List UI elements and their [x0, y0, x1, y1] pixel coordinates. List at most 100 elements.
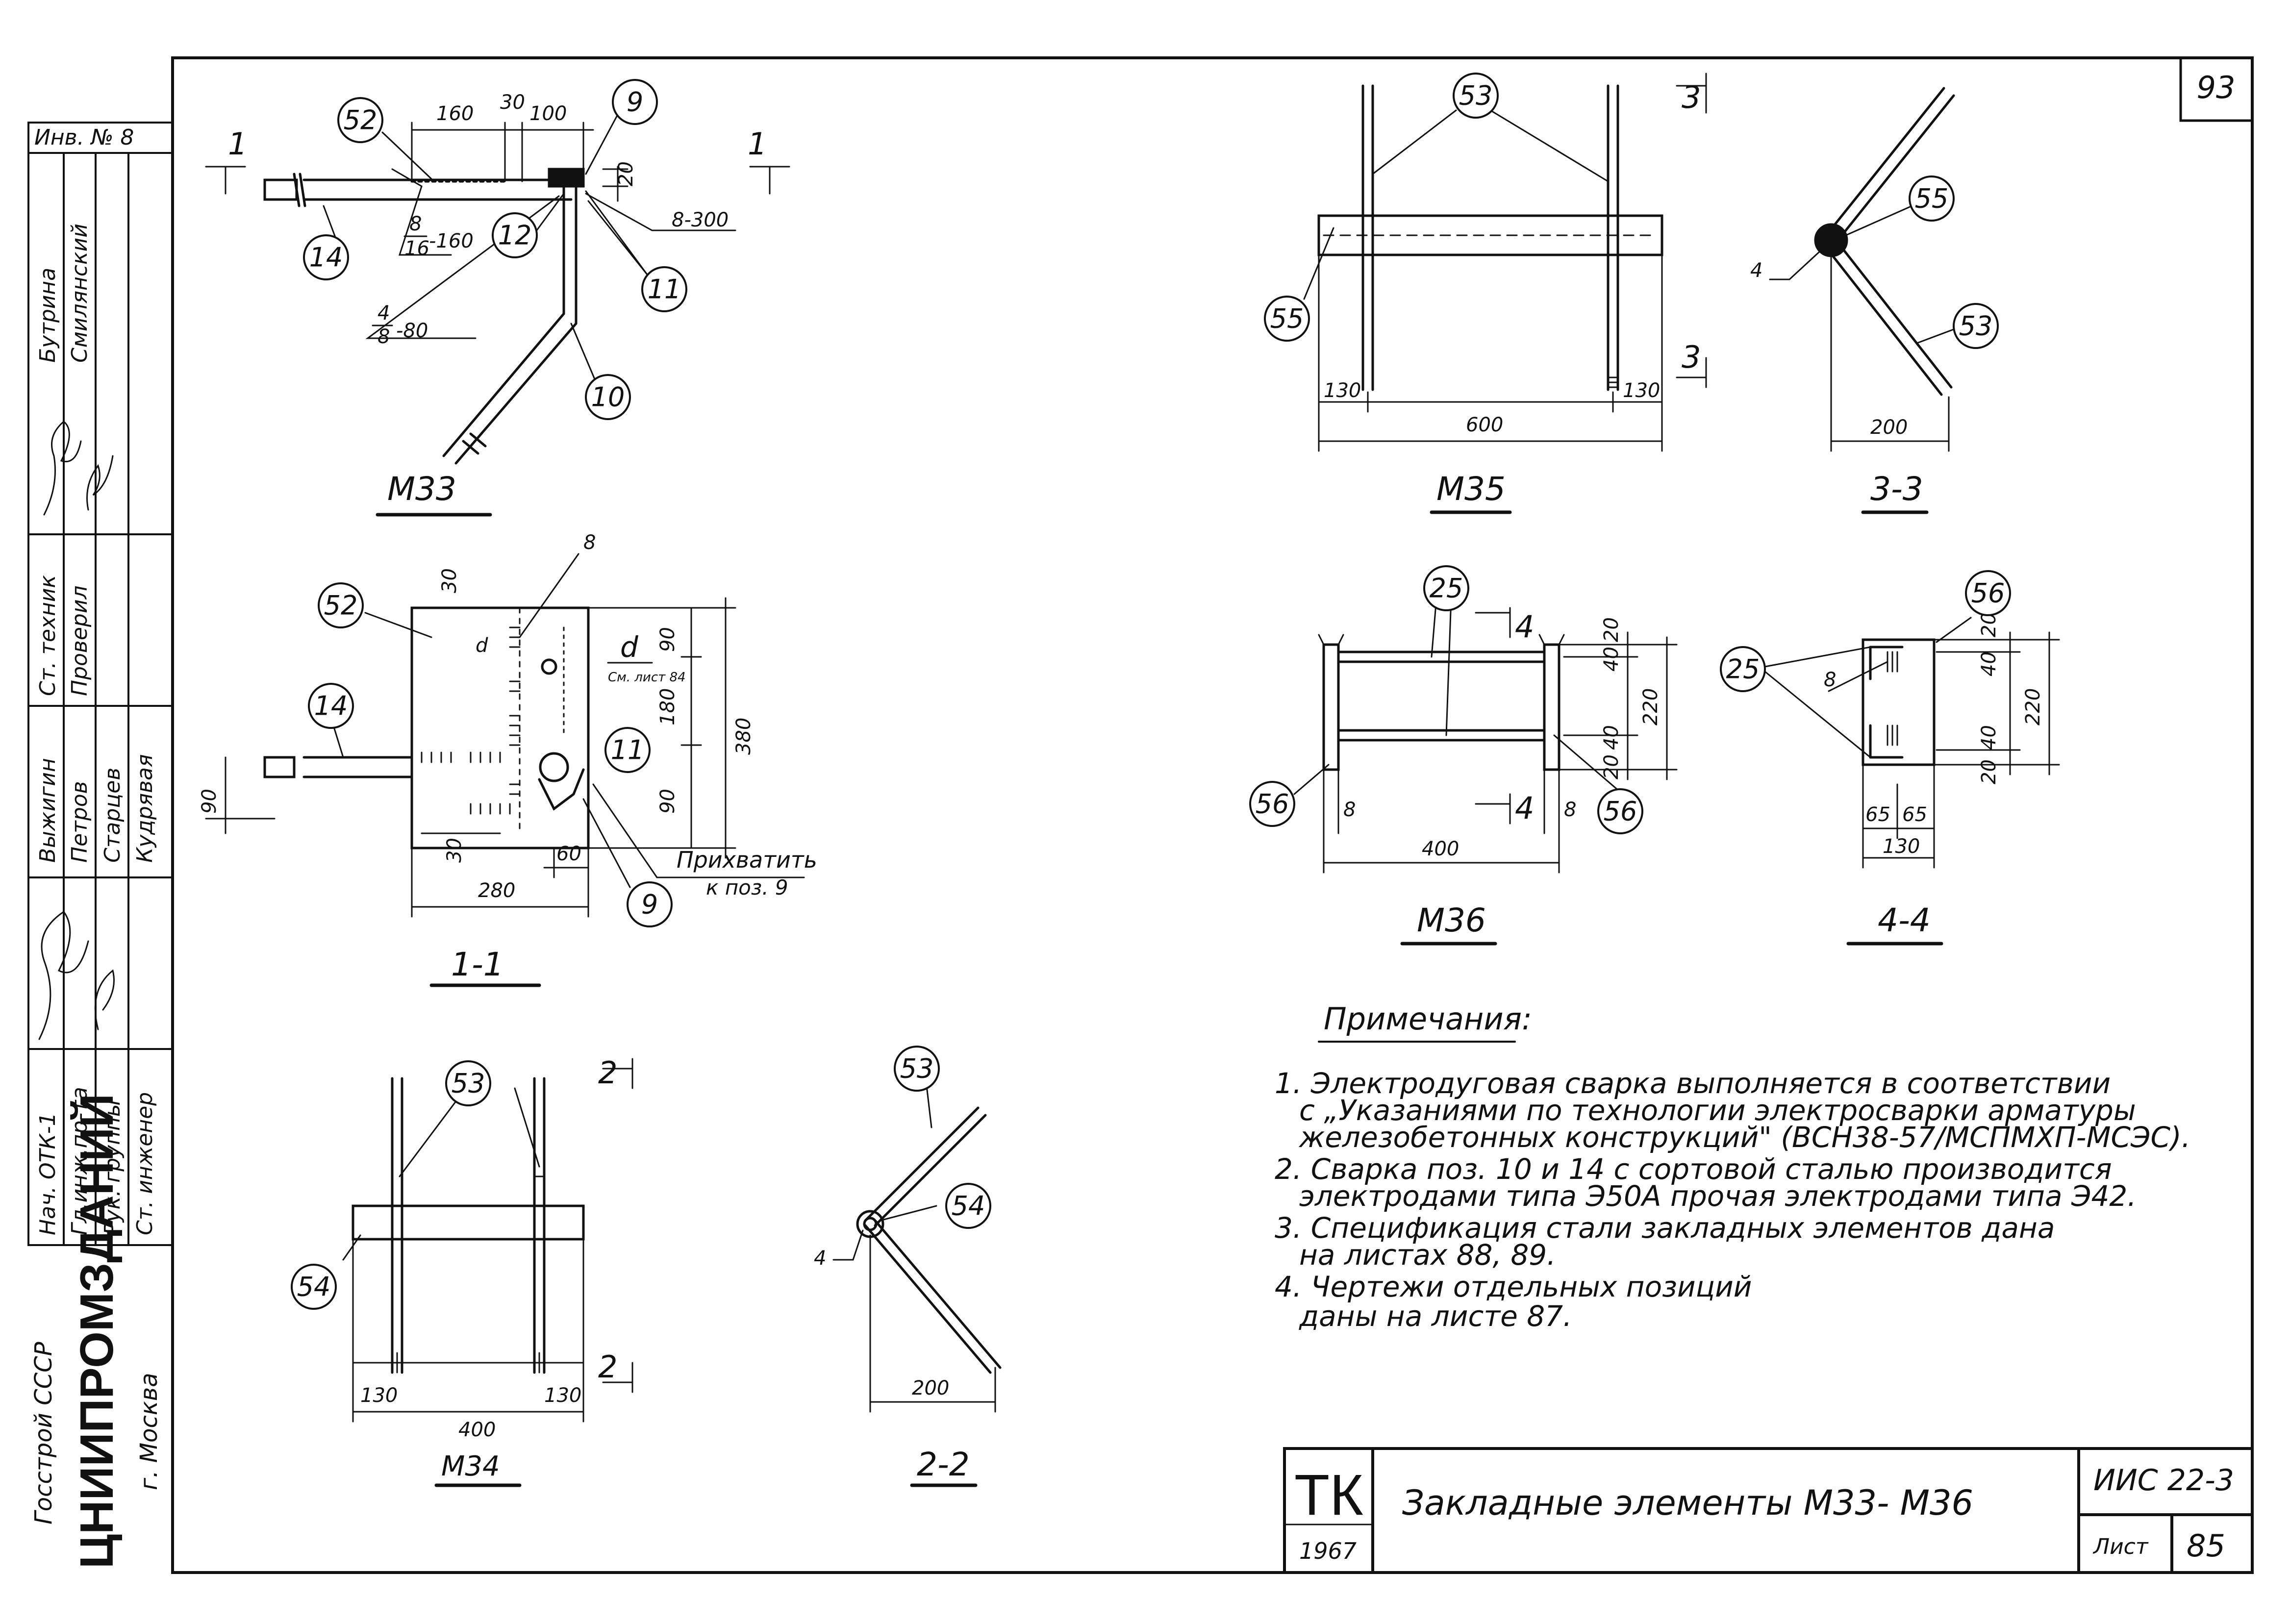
s22-200: 200: [912, 1377, 949, 1399]
weld2-len: -80: [396, 320, 428, 342]
title-m34: М34: [441, 1450, 500, 1482]
view-section-1-1: [263, 606, 590, 849]
cut4-top: 4: [1515, 609, 1534, 645]
sheet-title: Закладные элементы М33- М36: [1402, 1483, 1973, 1523]
s44-20: 20: [1978, 612, 2000, 637]
position-bubbles: [291, 73, 2011, 1310]
s11-90a: 90: [656, 627, 679, 652]
stamp-name: Кудрявая: [132, 754, 157, 863]
sheet-number: 85: [2187, 1528, 2225, 1564]
pos-56: 56: [1604, 796, 1637, 827]
view-section-2-2: [856, 1106, 1002, 1374]
m34-130a: 130: [360, 1384, 398, 1407]
cut3-bot: 3: [1682, 339, 1701, 375]
pos-52: 52: [344, 105, 377, 136]
notes: Примечания: 1. Электродуговая сварка вып…: [1275, 1001, 2190, 1333]
pos-11: 11: [611, 735, 645, 766]
org-name: ЦНИИПРОМЗДАНИЙ: [70, 1094, 123, 1569]
pos-56: 56: [1971, 578, 2005, 609]
title-m33: М33: [387, 470, 456, 508]
m36-400: 400: [1422, 838, 1459, 860]
title-m35: М35: [1436, 470, 1506, 508]
m36-8a: 8: [1343, 799, 1356, 821]
s11-280: 280: [478, 879, 515, 902]
m36-labels: 8 8 400 20 40 40 20 220 4 4 М36: [1343, 609, 1662, 939]
pos-11: 11: [648, 274, 681, 305]
pos-54: 54: [297, 1272, 331, 1302]
pos-54: 54: [952, 1191, 985, 1222]
notes-heading: Примечания:: [1324, 1001, 1532, 1037]
stamp-name: Петров: [67, 781, 92, 863]
pos-52: 52: [324, 590, 358, 621]
outer-frame: [171, 56, 2254, 1574]
title-m36: М36: [1417, 901, 1486, 939]
weld2-bot: 8: [377, 325, 390, 348]
stamp-role: Ст. техник: [35, 575, 60, 696]
title-s22: 2-2: [917, 1446, 970, 1483]
s11-60: 60: [556, 843, 581, 865]
s33-4: 4: [1750, 259, 1762, 282]
s11-dims: [205, 553, 805, 918]
stamp-name: Смилянский: [67, 224, 92, 363]
tk-year: 1967: [1299, 1538, 1357, 1564]
weld1-bot: 16: [404, 237, 429, 260]
m35-600: 600: [1466, 414, 1503, 436]
view-m33: [263, 168, 585, 465]
s44-40b: 40: [1978, 725, 2000, 750]
s11-90b: 90: [656, 789, 679, 814]
s44-8: 8: [1824, 669, 1836, 691]
dim-30: 30: [500, 91, 525, 114]
s11-30a: 30: [438, 568, 461, 593]
pos-12: 12: [498, 220, 532, 251]
signatures: [38, 421, 115, 1040]
s44-40a: 40: [1978, 651, 2000, 676]
s11-380: 380: [732, 718, 755, 755]
s22-labels: 200 4 2-2: [814, 1247, 970, 1483]
title-block: [1283, 1447, 2254, 1574]
cut1-right: 1: [748, 126, 767, 162]
title-s11: 1-1: [451, 946, 504, 983]
cut3-top: 3: [1682, 79, 1701, 115]
view-m35: [1317, 84, 1663, 391]
title-s33: 3-3: [1870, 470, 1923, 508]
m35-dims: [1303, 73, 1707, 452]
note-line: электродами типа Э50А прочая электродами…: [1299, 1179, 2137, 1213]
m36-40b: 40: [1600, 725, 1623, 750]
s11-weld: 8: [583, 531, 596, 554]
s44-65b: 65: [1902, 803, 1927, 826]
s11-d1: d: [476, 634, 488, 657]
page-number: 93: [2197, 70, 2236, 105]
series: ИИС 22-3: [2093, 1463, 2234, 1498]
view-section-4-4: [1862, 638, 1936, 766]
tk-mark: ТК: [1294, 1463, 1363, 1527]
pos-53: 53: [1459, 80, 1493, 111]
pos-10: 10: [591, 382, 625, 413]
s44-dims: [1764, 617, 2060, 869]
stamp-role: Проверил: [67, 585, 92, 696]
cut2-top: 2: [598, 1055, 617, 1091]
stamp-name: Старцев: [100, 768, 125, 863]
m33-labels: 160 30 100 20 8 16 -160 4 8 -80 8-300 1 …: [228, 91, 767, 508]
s44-220: 220: [2022, 688, 2044, 725]
stamp-name: Выжигин: [35, 758, 60, 863]
note-line: 3. Спецификация стали закладных элементо…: [1275, 1211, 2055, 1245]
stamp-role: Гл.инж.пр-та: [67, 1087, 92, 1235]
position-labels: 52 9 14 12 11 10 52 14 11 9 53 54 53 54 …: [297, 80, 2005, 1302]
s44-20b: 20: [1978, 759, 2000, 784]
s44-65a: 65: [1865, 803, 1890, 826]
weld1-len: -160: [429, 230, 474, 252]
m36-220: 220: [1639, 688, 1662, 725]
s44-130: 130: [1883, 835, 1920, 858]
m34-dims: [342, 1058, 633, 1423]
inv-no: Инв. № 8: [34, 125, 134, 150]
stamp-role: Нач. ОТК-1: [35, 1112, 60, 1235]
org-gosstroy: Госстрой СССР: [30, 1342, 57, 1524]
dim-100: 100: [529, 102, 567, 125]
s11-see: См. лист 84: [608, 670, 686, 685]
pos-56: 56: [1256, 789, 1289, 820]
pos-9: 9: [627, 87, 643, 118]
cut4-bot: 4: [1515, 790, 1534, 826]
s11-tack: Прихватить: [677, 847, 817, 873]
title-s44: 4-4: [1878, 901, 1931, 939]
